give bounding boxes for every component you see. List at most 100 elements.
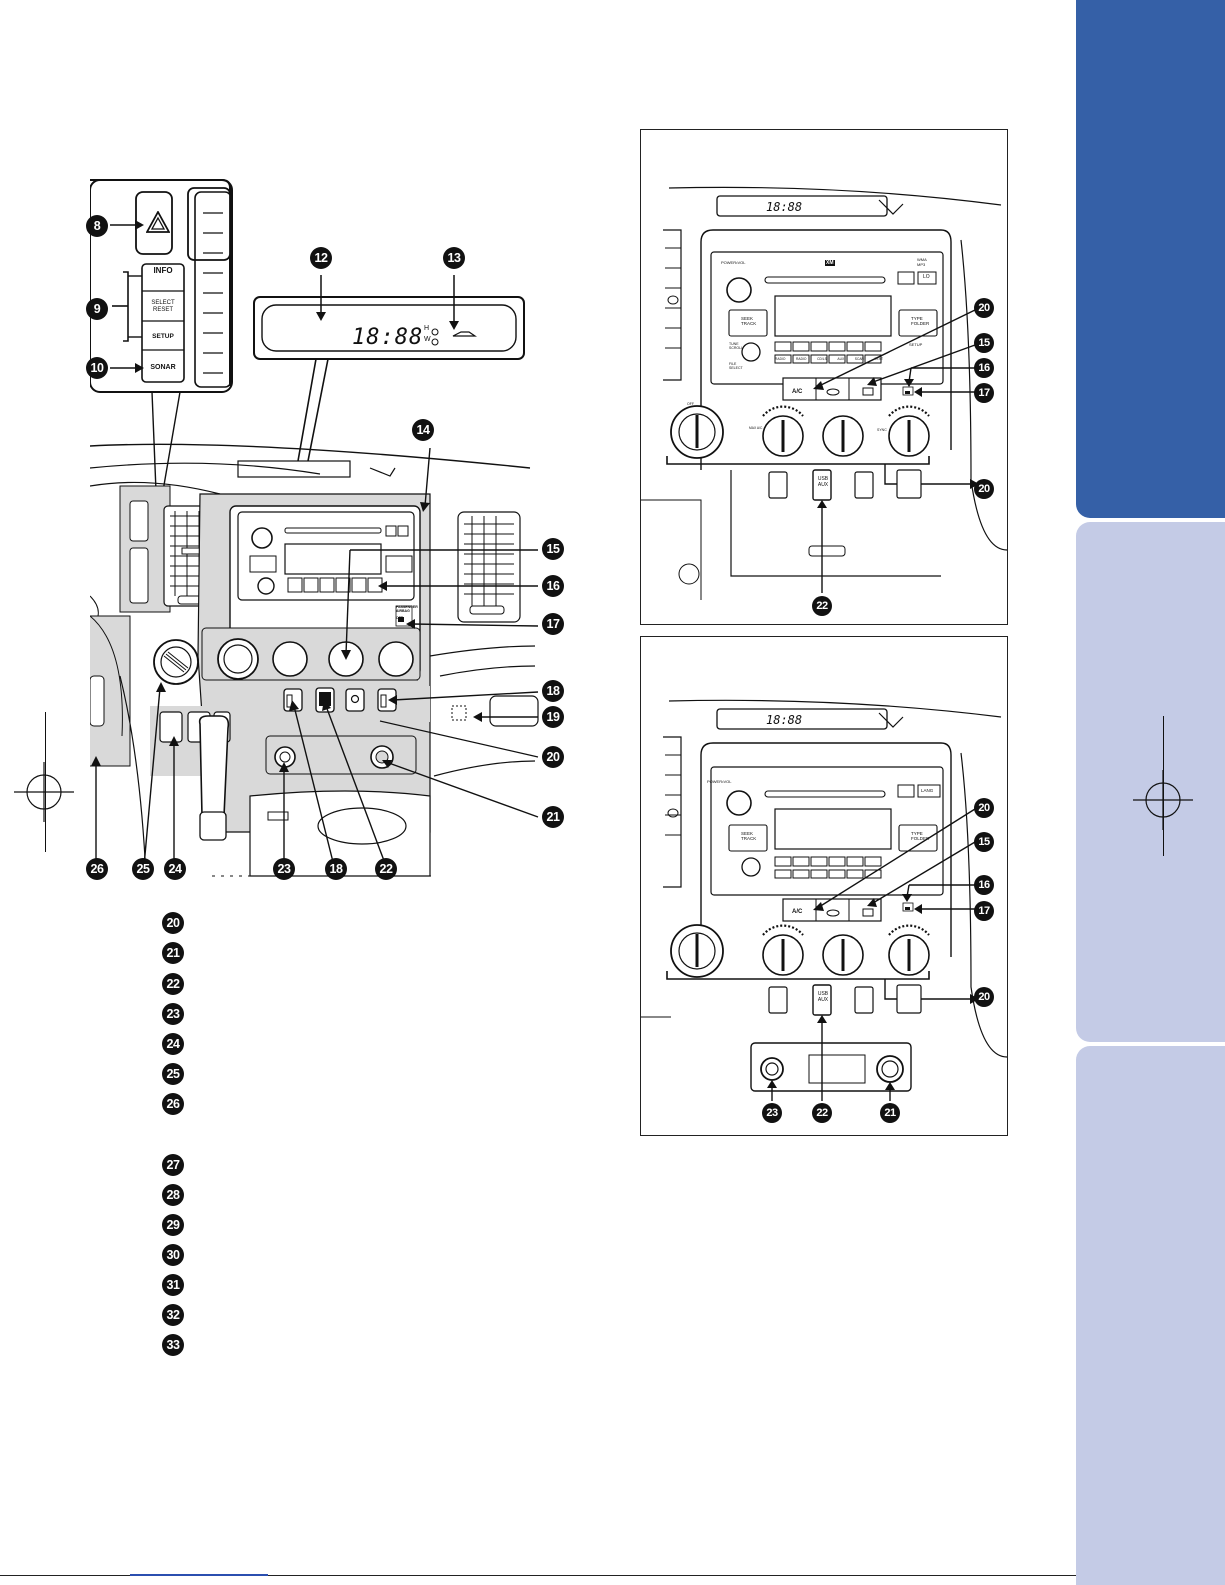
bottom-panel-ac-button[interactable]: A/C (792, 909, 803, 915)
mode-button[interactable]: AUX (837, 357, 845, 361)
dashboard-illustration (90, 179, 539, 877)
airbag-line-3: OFF (396, 616, 403, 620)
top-panel-ac-button[interactable]: A/C (792, 389, 803, 395)
top-panel-usb-aux[interactable]: USB AUX (814, 476, 832, 488)
top-panel-file-select: FILE SELECT (729, 362, 743, 370)
legend-callout-33: 33 (162, 1334, 184, 1356)
bottom-panel-power-vol: POWER•VOL (707, 779, 732, 784)
sonar-button[interactable]: SONAR (150, 364, 176, 371)
mode-button[interactable]: SCAN (854, 357, 864, 361)
legend-callout-25: 25 (162, 1063, 184, 1085)
hazard-triangle-icon[interactable] (146, 211, 170, 233)
legend-callout-22: 22 (162, 973, 184, 995)
section-tab-2[interactable] (1076, 522, 1225, 1042)
callout-18: 18 (542, 680, 564, 702)
bottom-panel-clock: 18:88 (766, 713, 803, 727)
info-button[interactable]: INFO (153, 266, 173, 275)
top-panel-wma: WMA MP3 (917, 257, 927, 267)
callout-22: 22 (812, 1103, 832, 1123)
callout-22: 22 (812, 596, 832, 616)
top-panel-setup[interactable]: SETUP (909, 342, 923, 347)
mode-button[interactable]: RADIO (775, 357, 786, 361)
callout-25: 25 (132, 858, 154, 880)
mode-button[interactable]: TEXT (874, 357, 883, 361)
radio-panel-bottom: 18:88 POWER•VOL LANG SEEK TRACK TYPE FOL… (640, 636, 1008, 1136)
legend-callout-21: 21 (162, 942, 184, 964)
legend-callout-30: 30 (162, 1244, 184, 1266)
callout-15: 15 (542, 538, 564, 560)
callout-16: 16 (974, 358, 994, 378)
callout-16: 16 (974, 875, 994, 895)
footer-link-underline[interactable] (130, 1574, 268, 1576)
display-w-label: W (424, 336, 431, 343)
callout-20: 20 (542, 746, 564, 768)
usb-label: USB (817, 991, 829, 997)
aux-label: AUX (817, 482, 829, 488)
callout-17: 17 (974, 901, 994, 921)
callout-14: 14 (412, 419, 434, 441)
callout-22: 22 (375, 858, 397, 880)
bottom-panel-usb-aux[interactable]: USB AUX (814, 991, 832, 1003)
airbag-line-1: PASSENGER (396, 605, 418, 609)
mode-button[interactable]: CD/LS (817, 357, 827, 361)
legend-callout-28: 28 (162, 1184, 184, 1206)
callout-18-bottom: 18 (325, 858, 347, 880)
setup-button[interactable]: SETUP (152, 333, 174, 340)
callout-21: 21 (880, 1103, 900, 1123)
bottom-panel-lang[interactable]: LANG (921, 788, 934, 793)
aux-label: AUX (817, 997, 829, 1003)
radio-panel-top: 18:88 XM POWER•VOL WMA MP3 LO SEEK TRACK… (640, 129, 1008, 625)
callout-23: 23 (273, 858, 295, 880)
usb-label: USB (817, 476, 829, 482)
radio-panel-top-illustration (641, 186, 1007, 600)
section-tab-1[interactable] (1076, 0, 1225, 518)
callout-20-lower: 20 (974, 479, 994, 499)
mode-button[interactable]: RADIO (796, 357, 807, 361)
callout-13: 13 (443, 247, 465, 269)
callout-19: 19 (542, 706, 564, 728)
callout-8: 8 (86, 215, 108, 237)
display-clock: 18:88 (352, 325, 424, 350)
airbag-line-2: AIRBAG (396, 609, 410, 613)
crosshair-registration-icon (14, 762, 74, 822)
crop-line (1163, 716, 1164, 856)
legend-callout-31: 31 (162, 1274, 184, 1296)
top-panel-dial-max-ac: MAX A/C (749, 426, 763, 430)
select-reset-button[interactable]: SELECT RESET (151, 300, 175, 313)
callout-16: 16 (542, 575, 564, 597)
top-panel-seek-track[interactable]: SEEK TRACK (741, 316, 757, 326)
callout-10: 10 (86, 357, 108, 379)
callout-12: 12 (310, 247, 332, 269)
bottom-panel-seek-track[interactable]: SEEK TRACK (741, 831, 757, 841)
bottom-panel-type-folder[interactable]: TYPE FOLDER (911, 831, 930, 841)
top-panel-dial-sync: SYNC (877, 428, 887, 432)
radio-panel-bottom-illustration (641, 699, 1007, 1101)
callout-26: 26 (86, 858, 108, 880)
callout-15: 15 (974, 333, 994, 353)
top-panel-xm-logo: XM (825, 260, 835, 266)
callout-23: 23 (762, 1103, 782, 1123)
top-panel-tune-scroll: TUNE SCROLL (729, 342, 744, 350)
legend-callout-20: 20 (162, 912, 184, 934)
callout-15: 15 (974, 832, 994, 852)
callout-20-lower: 20 (974, 987, 994, 1007)
top-panel-type-folder[interactable]: TYPE FOLDER (911, 316, 930, 326)
display-h-label: H (424, 325, 430, 332)
top-panel-lo[interactable]: LO (923, 274, 930, 280)
legend-callout-23: 23 (162, 1003, 184, 1025)
callout-17: 17 (974, 383, 994, 403)
section-tab-3[interactable] (1076, 1046, 1225, 1585)
callout-21: 21 (542, 806, 564, 828)
callout-17: 17 (542, 613, 564, 635)
footer-rule (0, 1575, 1076, 1576)
callout-20: 20 (974, 798, 994, 818)
legend-callout-29: 29 (162, 1214, 184, 1236)
top-panel-mode-buttons: RADIO RADIO CD/LS AUX SCAN TEXT (775, 357, 883, 361)
callout-24: 24 (164, 858, 186, 880)
legend-callout-32: 32 (162, 1304, 184, 1326)
callout-20: 20 (974, 298, 994, 318)
top-panel-power-vol: POWER•VOL (721, 260, 746, 265)
legend-callout-27: 27 (162, 1154, 184, 1176)
top-panel-clock: 18:88 (766, 200, 803, 214)
crop-line (45, 712, 46, 852)
